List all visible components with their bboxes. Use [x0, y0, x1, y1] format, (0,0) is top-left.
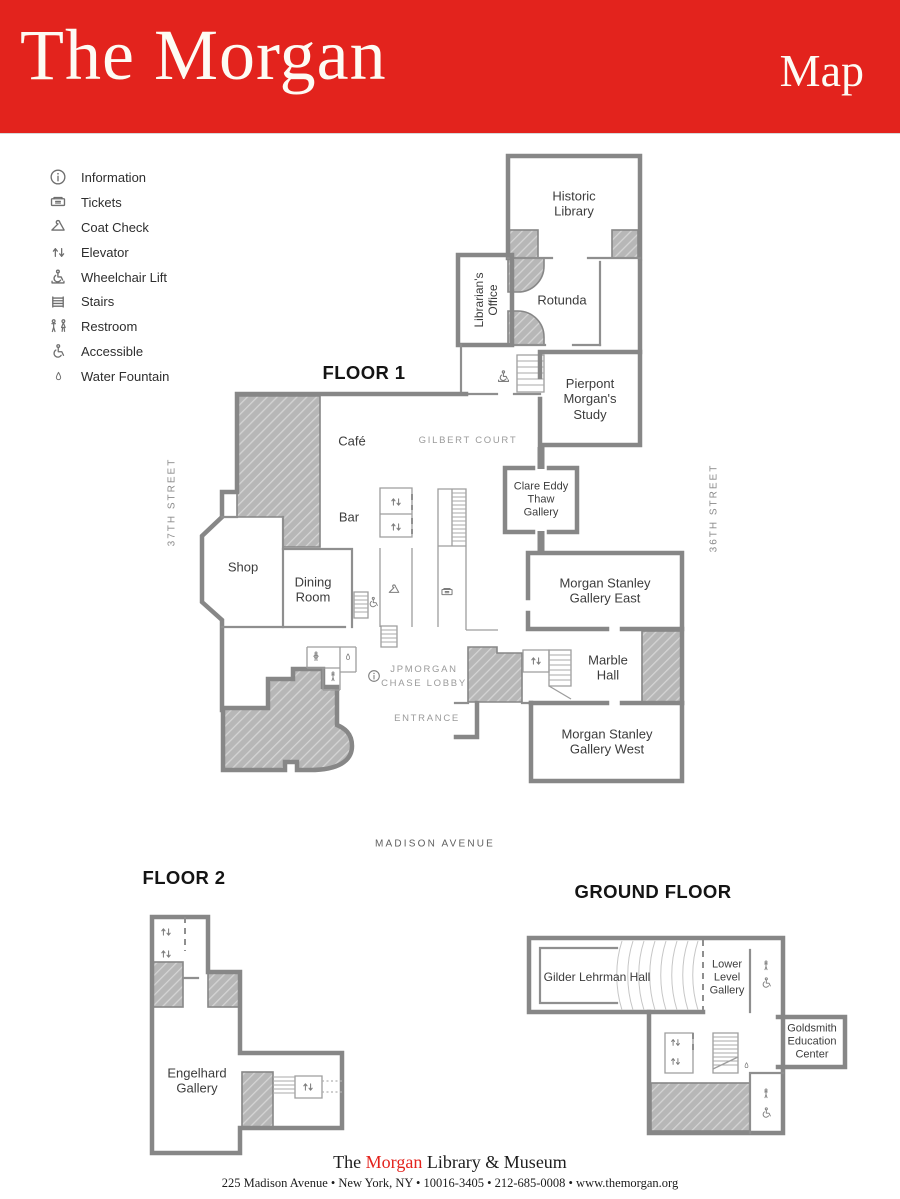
street-label-36th: 36TH STREET — [708, 463, 720, 553]
footer-address: 225 Madison Avenue • New York, NY • 1001… — [221, 1176, 679, 1190]
legend-label: Elevator — [81, 244, 129, 260]
room-label-ms-gallery-east: Morgan Stanley Gallery East — [559, 575, 651, 606]
stairs-icon — [49, 293, 67, 311]
tickets-icon — [49, 193, 67, 211]
wheelchair-lift-icon — [497, 370, 510, 383]
legend-label: Coat Check — [81, 219, 149, 235]
room-label-goldsmith-education-center: Goldsmith Education Center — [787, 1022, 837, 1061]
elevator-icon — [161, 928, 171, 936]
accessible-icon — [762, 1107, 771, 1118]
legend-item-stairs: Stairs — [46, 289, 169, 314]
information-icon — [368, 670, 380, 682]
elevator-icon — [671, 1058, 680, 1065]
accessible-icon — [369, 596, 378, 608]
legend-item-information: Information — [46, 165, 169, 190]
elevator-icon — [531, 657, 541, 665]
legend-item-tickets: Tickets — [46, 190, 169, 215]
street-label-37th: 37TH STREET — [166, 457, 178, 547]
accessible-icon — [50, 343, 67, 360]
water-fountain-icon — [52, 369, 65, 384]
room-label-marble-hall: Marble Hall — [588, 652, 628, 683]
floor1-north-walls — [455, 153, 643, 555]
legend-label: Information — [81, 169, 147, 185]
room-label-cafe: Café — [338, 433, 366, 449]
elevator-icon — [391, 498, 401, 506]
water-fountain-icon — [744, 1062, 749, 1069]
floor1-title: FLOOR 1 — [322, 362, 406, 383]
street-label-madison-avenue: MADISON AVENUE — [374, 838, 496, 850]
elevator-icon — [671, 1039, 680, 1046]
area-label-entrance: ENTRANCE — [394, 712, 460, 724]
room-label-historic-library: Historic Library — [552, 188, 596, 219]
room-label-clare-thaw: Clare Eddy Thaw Gallery — [513, 480, 569, 519]
floor2-plan — [149, 914, 345, 1156]
floor1-west-walls — [199, 391, 533, 740]
footer-title-brand: Morgan — [365, 1152, 423, 1172]
room-label-gilder-lehrman-hall: Gilder Lehrman Hall — [543, 969, 651, 984]
legend-label: Restroom — [81, 319, 138, 335]
coat-check-icon — [49, 218, 67, 236]
restroom-icon — [764, 1088, 768, 1099]
elevator-icon — [50, 244, 67, 261]
floor1-plan — [199, 153, 685, 784]
accessible-icon — [762, 977, 771, 988]
ground-floor-title: GROUND FLOOR — [574, 881, 732, 902]
legend-label: Accessible — [81, 344, 144, 360]
floor2-title: FLOOR 2 — [142, 867, 226, 888]
room-label-pierpont-study: Pierpont Morgan's Study — [563, 376, 617, 422]
legend-item-coat-check: Coat Check — [46, 215, 169, 240]
legend-item-water-fountain: Water Fountain — [46, 364, 169, 389]
elevator-icon — [161, 950, 171, 958]
water-fountain-icon — [345, 653, 351, 660]
site-title: The Morgan — [20, 15, 387, 95]
footer: The Morgan Library & Museum 225 Madison … — [0, 1152, 900, 1191]
masthead: The Morgan Map — [0, 0, 900, 134]
room-label-shop: Shop — [227, 559, 259, 575]
room-label-bar: Bar — [338, 509, 360, 525]
footer-title: The Morgan Library & Museum — [0, 1152, 900, 1173]
floor1-hatching — [220, 229, 683, 773]
page-label-map: Map — [779, 45, 864, 96]
ground-hatching — [650, 1082, 751, 1132]
footer-title-suffix: Library & Museum — [422, 1152, 567, 1172]
area-label-jpmorgan-lobby: JPMORGAN CHASE LOBBY — [381, 663, 467, 689]
legend-item-restroom: Restroom — [46, 314, 169, 339]
room-label-ms-gallery-west: Morgan Stanley Gallery West — [561, 726, 653, 757]
legend-item-wheelchair-lift: Wheelchair Lift — [46, 265, 169, 290]
legend-label: Wheelchair Lift — [81, 269, 167, 285]
floor1-east-walls — [522, 550, 685, 784]
restroom-male-icon — [331, 671, 335, 682]
ground-floor-plan — [526, 935, 848, 1136]
legend-item-elevator: Elevator — [46, 240, 169, 265]
room-label-lower-level-gallery: Lower Level Gallery — [709, 958, 745, 997]
room-label-rotunda: Rotunda — [537, 292, 587, 308]
restroom-female-icon — [313, 651, 319, 662]
restroom-icon — [764, 960, 768, 971]
elevator-icon — [391, 523, 401, 531]
legend-item-accessible: Accessible — [46, 339, 169, 364]
room-label-engelhard-gallery: Engelhard Gallery — [167, 1065, 227, 1096]
restroom-icon — [48, 318, 69, 335]
wheelchair-lift-icon — [49, 268, 67, 286]
area-label-gilbert-court: GILBERT COURT — [418, 434, 518, 446]
room-label-librarians-office: Librarian's Office — [471, 272, 500, 328]
floor2-hatching — [151, 961, 274, 1129]
elevator-icon — [303, 1083, 313, 1091]
coat-check-icon — [388, 584, 400, 593]
theater-seating — [616, 940, 699, 1011]
legend-label: Tickets — [81, 194, 122, 210]
tickets-icon — [441, 587, 453, 596]
footer-title-prefix: The — [333, 1152, 366, 1172]
legend-label: Water Fountain — [81, 369, 170, 385]
legend-label: Stairs — [81, 294, 115, 310]
room-label-dining-room: Dining Room — [294, 574, 332, 605]
legend: Information Tickets Coat Check Elevator … — [46, 165, 169, 389]
info-icon — [49, 168, 67, 186]
